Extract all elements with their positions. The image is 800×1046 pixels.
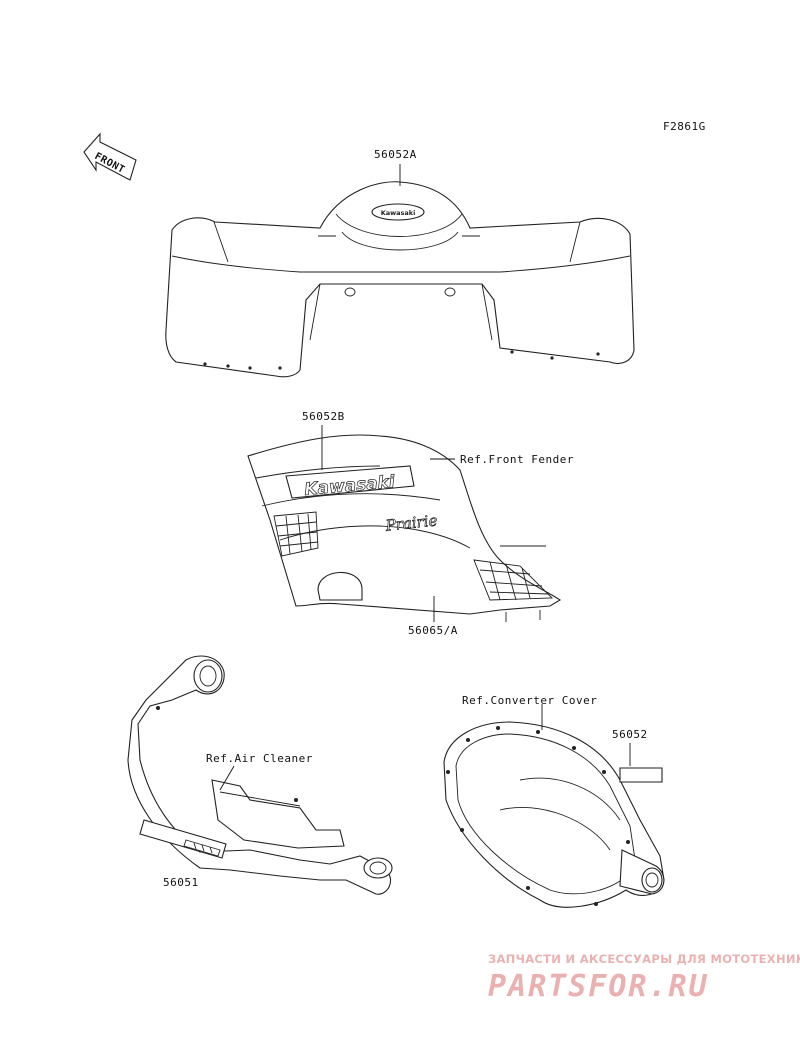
label-56065A: 56065/A xyxy=(408,624,458,637)
front-fender: Kawasaki Prairie xyxy=(247,434,562,622)
label-ref-converter-cover: Ref.Converter Cover xyxy=(462,694,597,707)
front-direction-arrow-icon: FRONT xyxy=(83,132,137,181)
watermark: ЗАПЧАСТИ И АКСЕССУАРЫ ДЛЯ МОТОТЕХНИКИ PA… xyxy=(488,952,800,1004)
figure-code: F2861G xyxy=(663,120,706,133)
rear-emblem-text: Kawasaki xyxy=(381,209,416,217)
label-ref-front-fender: Ref.Front Fender xyxy=(460,453,574,466)
watermark-brand: PARTSFOR.RU xyxy=(488,969,709,1004)
label-56052: 56052 xyxy=(612,728,648,741)
label-ref-air-cleaner: Ref.Air Cleaner xyxy=(206,752,313,765)
watermark-tagline: ЗАПЧАСТИ И АКСЕССУАРЫ ДЛЯ МОТОТЕХНИКИ xyxy=(488,952,800,966)
label-56051: 56051 xyxy=(163,876,199,889)
rear-fender: Kawasaki xyxy=(165,181,635,378)
front-model-text: Prairie xyxy=(384,511,439,534)
label-56052A: 56052A xyxy=(374,148,417,161)
air-cleaner-duct xyxy=(127,655,393,895)
converter-cover xyxy=(443,721,665,908)
label-56052B: 56052B xyxy=(302,410,345,423)
